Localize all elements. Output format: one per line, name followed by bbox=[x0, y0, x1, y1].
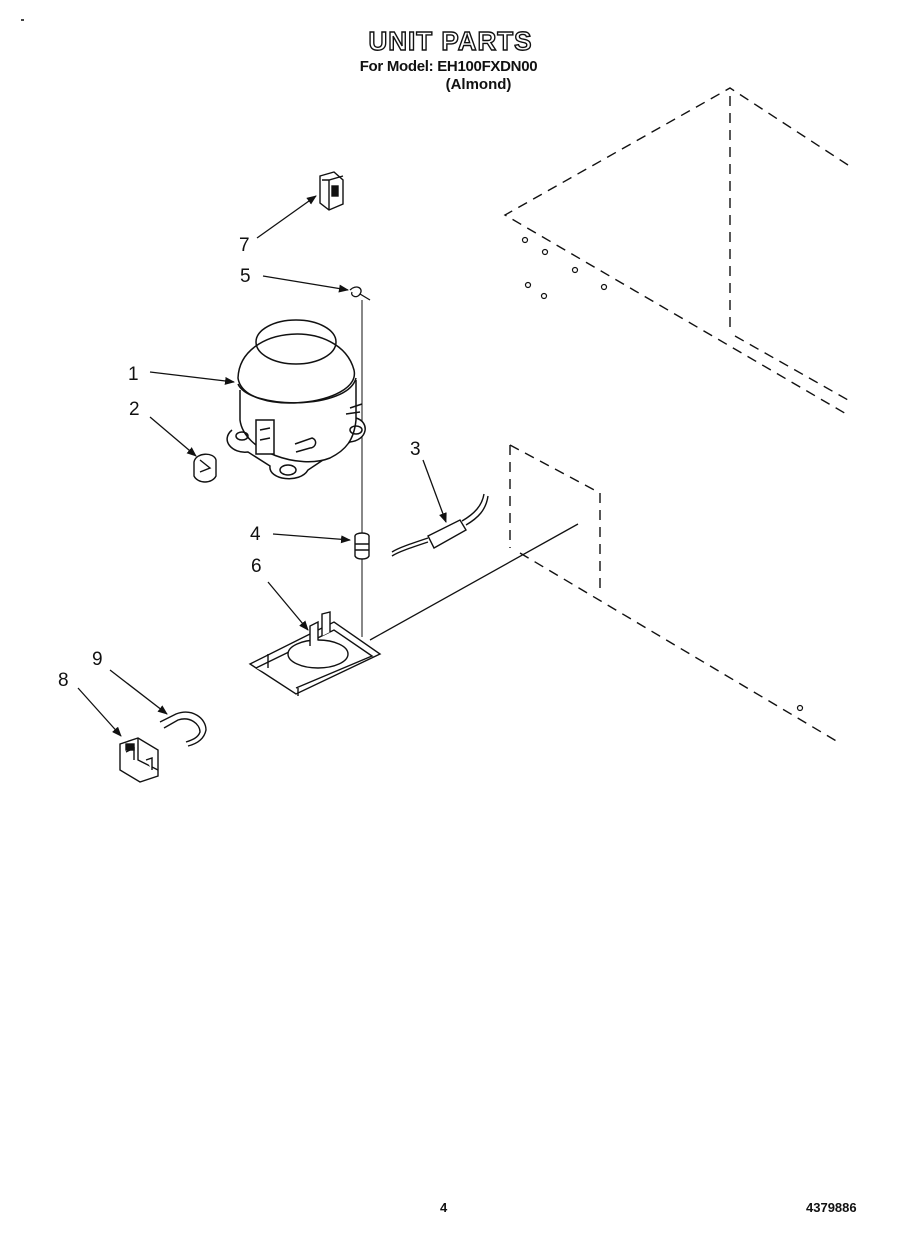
page-title: UNIT PARTS bbox=[368, 25, 533, 56]
cabinet-holes bbox=[521, 236, 804, 712]
cabinet-outline bbox=[503, 87, 849, 743]
callout-7: 7 bbox=[239, 235, 250, 256]
callout-4: 4 bbox=[250, 524, 261, 545]
relay-part-7 bbox=[319, 171, 344, 211]
callout-3: 3 bbox=[410, 439, 421, 460]
color-line: (Almond) bbox=[445, 76, 512, 93]
scan-speck bbox=[21, 19, 24, 21]
callout-1: 1 bbox=[128, 364, 139, 385]
callout-9: 9 bbox=[92, 649, 103, 670]
base-plate-part-6 bbox=[248, 611, 382, 696]
callout-8: 8 bbox=[58, 670, 69, 691]
overload-part-2 bbox=[193, 453, 217, 483]
grommet-part-4 bbox=[354, 532, 370, 560]
model-line: For Model: EH100FXDN00 bbox=[359, 58, 538, 75]
drier-tube-part-3 bbox=[391, 493, 489, 557]
terminal-cover-part-8 bbox=[119, 737, 159, 783]
clamp-part-9 bbox=[159, 711, 207, 747]
callout-6: 6 bbox=[251, 556, 262, 577]
leader-lines bbox=[77, 195, 447, 737]
clip-part-5 bbox=[349, 286, 371, 301]
page-number: 4 bbox=[440, 1200, 448, 1215]
document-number: 4379886 bbox=[806, 1200, 857, 1215]
callout-2: 2 bbox=[129, 399, 140, 420]
compressor-part-1 bbox=[226, 319, 366, 480]
base-rail-line bbox=[369, 523, 579, 641]
callout-5: 5 bbox=[240, 266, 251, 287]
